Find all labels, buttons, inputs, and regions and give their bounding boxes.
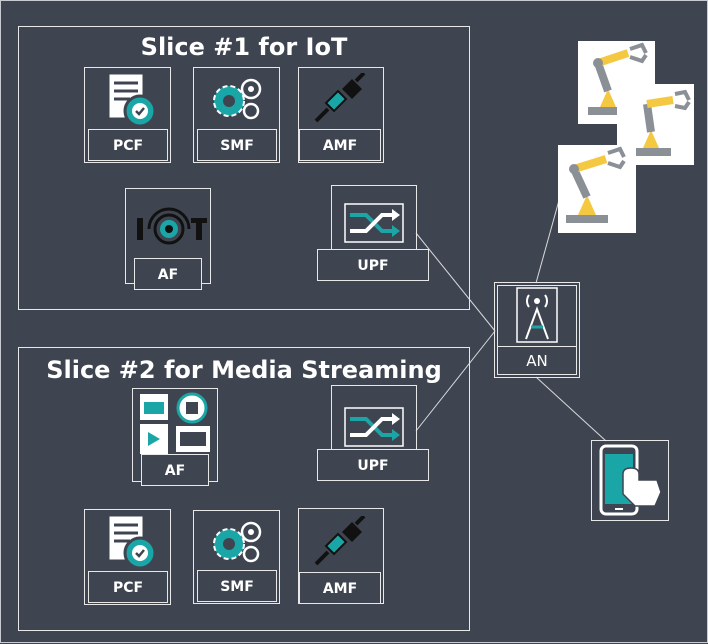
slice-1-title: Slice #1 for IoT <box>140 33 348 61</box>
slice1-af-label: AF <box>134 258 202 290</box>
slice2-pcf-label: PCF <box>88 571 168 603</box>
document-check-icon <box>104 513 158 578</box>
slice-2-box: Slice #2 for Media Streaming <box>18 347 470 631</box>
upf2-to-an-line <box>415 330 496 432</box>
phone-tap-icon <box>595 444 665 523</box>
slice2-af: AF <box>132 388 218 488</box>
access-node: AN <box>494 282 580 378</box>
gears-icon <box>207 516 265 573</box>
slice2-smf-label: SMF <box>197 570 277 602</box>
gears-icon <box>207 73 265 130</box>
document-check-icon <box>104 71 158 131</box>
robot-arm-icon <box>558 145 636 233</box>
slice1-upf: UPF <box>317 185 429 283</box>
upf1-to-an-line <box>415 232 496 332</box>
iot-icon <box>133 200 209 255</box>
slice1-amf-label: AMF <box>299 129 381 161</box>
slice1-af: AF <box>125 188 211 290</box>
slice1-pcf-label: PCF <box>88 129 168 161</box>
slice1-smf-label: SMF <box>197 129 277 161</box>
an-to-phone-line <box>535 376 607 442</box>
slice1-upf-label: UPF <box>317 249 429 281</box>
slice1-pcf: PCF <box>84 67 171 163</box>
slice2-smf: SMF <box>193 510 280 604</box>
slice2-af-label: AF <box>141 454 209 486</box>
slice1-amf: AMF <box>298 67 384 163</box>
slice2-upf-label: UPF <box>317 449 429 481</box>
media-collage-icon <box>138 392 214 461</box>
plug-icon <box>312 71 370 130</box>
slice1-smf: SMF <box>193 67 280 163</box>
slice2-pcf: PCF <box>84 509 171 605</box>
shuffle-arrows-icon <box>344 203 404 248</box>
shuffle-arrows-icon <box>344 407 404 452</box>
an-label: AN <box>498 346 576 375</box>
slice-2-title: Slice #2 for Media Streaming <box>46 356 442 384</box>
slice2-amf-label: AMF <box>299 572 381 604</box>
antenna-tower-icon <box>516 287 558 348</box>
slice2-amf: AMF <box>298 508 384 604</box>
plug-icon <box>312 514 370 573</box>
phone-device <box>591 440 669 521</box>
slice-1-box: Slice #1 for IoT <box>18 26 470 310</box>
slice2-upf: UPF <box>317 385 429 483</box>
